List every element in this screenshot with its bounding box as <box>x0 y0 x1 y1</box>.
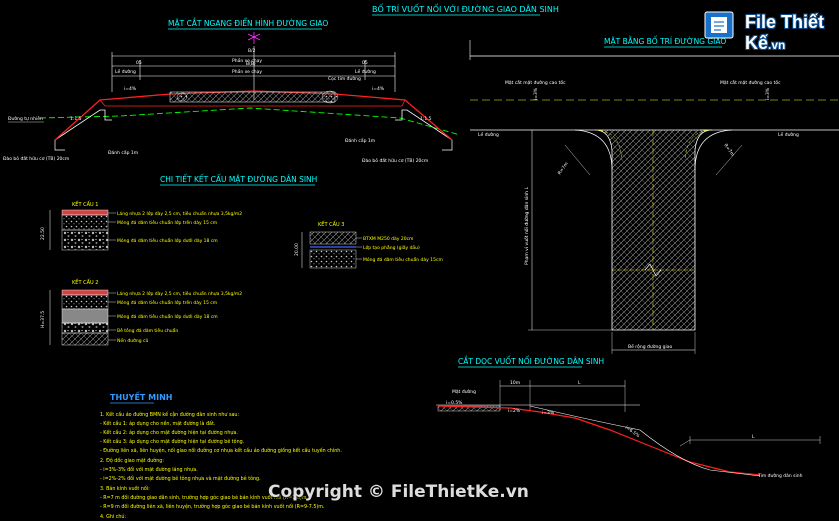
cross-section: B/2 Phần xe chạy B(B) Phần xe chạy Lề đư… <box>3 32 461 164</box>
st3-layer1: BTXM M250 dày 20cm <box>363 235 413 242</box>
cs-base-left: Đào bỏ đất hữu cơ (TB) 20cm <box>3 155 69 162</box>
note-10: - R=9 m đối đường liên xã, liên huyện, t… <box>100 503 324 510</box>
notes-block: 1. Kết cấu áo đường BMN kế cận đường dân… <box>100 411 342 520</box>
cs-slope-r: 1:1.5 <box>420 116 432 122</box>
st2-name: KẾT CẤU 2 <box>72 278 98 286</box>
note-3: - Kết cấu 3: áp dụng cho mặt đường hiện … <box>100 438 244 445</box>
cs-dim-left: 05 <box>136 60 142 66</box>
profile-view: 10m L Mặt đường i=0.5% L i=2% i=3% i=6.5… <box>436 380 821 479</box>
cs-lane1: Phần xe chạy <box>232 56 262 64</box>
st1-layer3: Móng đá dăm tiêu chuẩn lớp dưới dày 18 c… <box>117 237 218 244</box>
st1-layer2: Móng đá dăm tiêu chuẩn lớp trên dày 15 c… <box>117 219 217 226</box>
st2-layer3: Móng đá dăm tiêu chuẩn lớp dưới dày 18 c… <box>117 313 218 320</box>
note-2: - Kết cấu 2: áp dụng cho mặt đường hiện … <box>100 429 238 436</box>
pf-end: Tim đường dân sinh <box>757 472 803 479</box>
note-7: - i=2%-2% đối với mặt đường bê tông nhựa… <box>100 475 261 482</box>
profile-title: CẮT DỌC VUỐT NỐI ĐƯỜNG DÂN SINH <box>458 356 604 366</box>
structure-type-1: KẾT CẤU 1 22.50 Láng nhựa 2 lớp dày 2,5 … <box>40 200 242 251</box>
plan-slope-right: i=3% <box>765 87 771 100</box>
copyright-watermark: Copyright © FileThietKe.vn <box>268 482 529 502</box>
note-5: 2. Độ dốc giao mặt đường: <box>100 457 164 464</box>
pf-seg1: 10m <box>510 380 520 386</box>
cross-section-title: MẶT CẮT NGANG ĐIỂN HÌNH ĐƯỜNG GIAO <box>168 18 328 28</box>
note-4: - Đường liên xã, liên huyện, nối giao nố… <box>100 447 342 454</box>
cs-ditch-left: Đánh cấp 1m <box>108 149 138 156</box>
pf-top-road: Mặt đường <box>452 388 476 395</box>
cs-slope-left: i=4% <box>124 86 137 92</box>
cs-ditch-right: Đánh cấp 1m <box>345 137 375 144</box>
note-0: 1. Kết cấu áo đường BMN kế cận đường dân… <box>100 411 239 418</box>
pf-grade: i=0.5% <box>446 400 463 406</box>
structure-type-2: KẾT CẤU 2 H=37.5 Láng nhựa 2 lớp dày 2,5… <box>40 278 242 346</box>
plan-vertical: Phạm vi vuốt nối đường dân sinh L <box>523 187 530 265</box>
st3-name: KẾT CẤU 3 <box>318 220 344 228</box>
cs-lane2: Phần xe chạy <box>232 67 262 75</box>
note-8: 3. Bán kính vuốt nối: <box>100 485 150 492</box>
st2-dim: H=37.5 <box>40 311 46 328</box>
main-title: BỐ TRÍ VUỐT NỐI VỚI ĐƯỜNG GIAO DÂN SINH <box>372 2 559 14</box>
plan-view: Lề đường Lề đường Mặt cắt mặt đường cao … <box>469 40 839 354</box>
pf-slope-a: i=2% <box>508 408 521 414</box>
notes-title: THUYẾT MINH <box>110 390 172 402</box>
plan-slope-left: i=3% <box>533 87 539 100</box>
pf-seg2: L <box>578 380 581 386</box>
st1-layer1: Láng nhựa 2 lớp dày 2,5 cm, tiêu chuẩn n… <box>117 210 242 217</box>
st1-dim: 22.50 <box>40 227 46 240</box>
plan-title: MẶT BẰNG BỐ TRÍ ĐƯỜNG GIAO <box>604 36 726 46</box>
brand-logo-main: File Thiết Kế <box>745 12 825 53</box>
st3-layer3: Móng đá dăm tiêu chuẩn dày 15cm <box>363 256 443 263</box>
cs-center-mark: Cọc tim đường <box>328 75 361 82</box>
brand-logo-icon <box>704 11 734 39</box>
plan-side-left: Mặt cắt mặt đường cao tốc <box>505 79 566 86</box>
st3-dim: 20.00 <box>294 243 300 256</box>
note-1: - Kết cấu 1: áp dụng cho nền, mặt đường … <box>100 419 215 427</box>
st2-layer2: Móng đá dăm tiêu chuẩn lớp trên dày 15 c… <box>117 299 217 306</box>
plan-edge-right: Lề đường <box>778 130 799 138</box>
cs-dim-right: 05 <box>362 60 368 66</box>
cs-b-mid: B(B) <box>246 61 256 67</box>
plan-radius-left: R=7m <box>557 161 570 176</box>
pf-seg3: L <box>752 434 755 440</box>
cs-shoulder-left: Lề đường <box>115 67 136 75</box>
note-11: 4. Ghi chú: <box>100 513 126 520</box>
cs-b-top: B/2 <box>248 48 256 54</box>
st2-layer1: Láng nhựa 2 lớp dày 2,5 cm, tiêu chuẩn n… <box>117 290 242 297</box>
note-9: - R=7 m đối đường giao dân sinh, trường … <box>100 494 308 501</box>
brand-logo-suffix: .vn <box>768 38 786 52</box>
plan-radius-right: R=7m <box>722 143 735 158</box>
cs-slope-right: i=4% <box>372 86 385 92</box>
cs-slope-l: 1:1.5 <box>70 116 82 122</box>
cs-shoulder-right: Lề đường <box>355 67 376 75</box>
plan-bottom: Bề rộng đường giao <box>628 342 672 350</box>
st2-layer4: Bê tông đá dăm tiêu chuẩn <box>117 327 178 334</box>
structure-title: CHI TIẾT KẾT CẤU MẶT ĐƯỜNG DÂN SINH <box>160 174 317 184</box>
structure-type-3: KẾT CẤU 3 20.00 BTXM M250 dày 20cm Lớp t… <box>294 220 443 269</box>
st3-layer2: Lớp tạo phẳng (giấy dầu) <box>363 243 420 251</box>
cs-natural: Đường tự nhiên <box>8 115 43 122</box>
plan-edge-left: Lề đường <box>478 130 499 138</box>
plan-side-right: Mặt cắt mặt đường cao tốc <box>720 79 781 86</box>
cs-base-right: Đào bỏ đất hữu cơ (TB) 20cm <box>362 157 428 164</box>
brand-logo-text: File Thiết Kế.vn <box>745 12 839 54</box>
pf-slope-c: i=6.5% <box>624 425 642 440</box>
note-6: - i=3%-3% đối với mặt đường láng nhựa. <box>100 466 198 473</box>
st2-layer5: Nền đường cũ <box>117 336 148 344</box>
center-marker-icon <box>247 32 261 44</box>
st1-name: KẾT CẤU 1 <box>72 200 98 208</box>
pf-slope-b: i=3% <box>542 410 555 416</box>
